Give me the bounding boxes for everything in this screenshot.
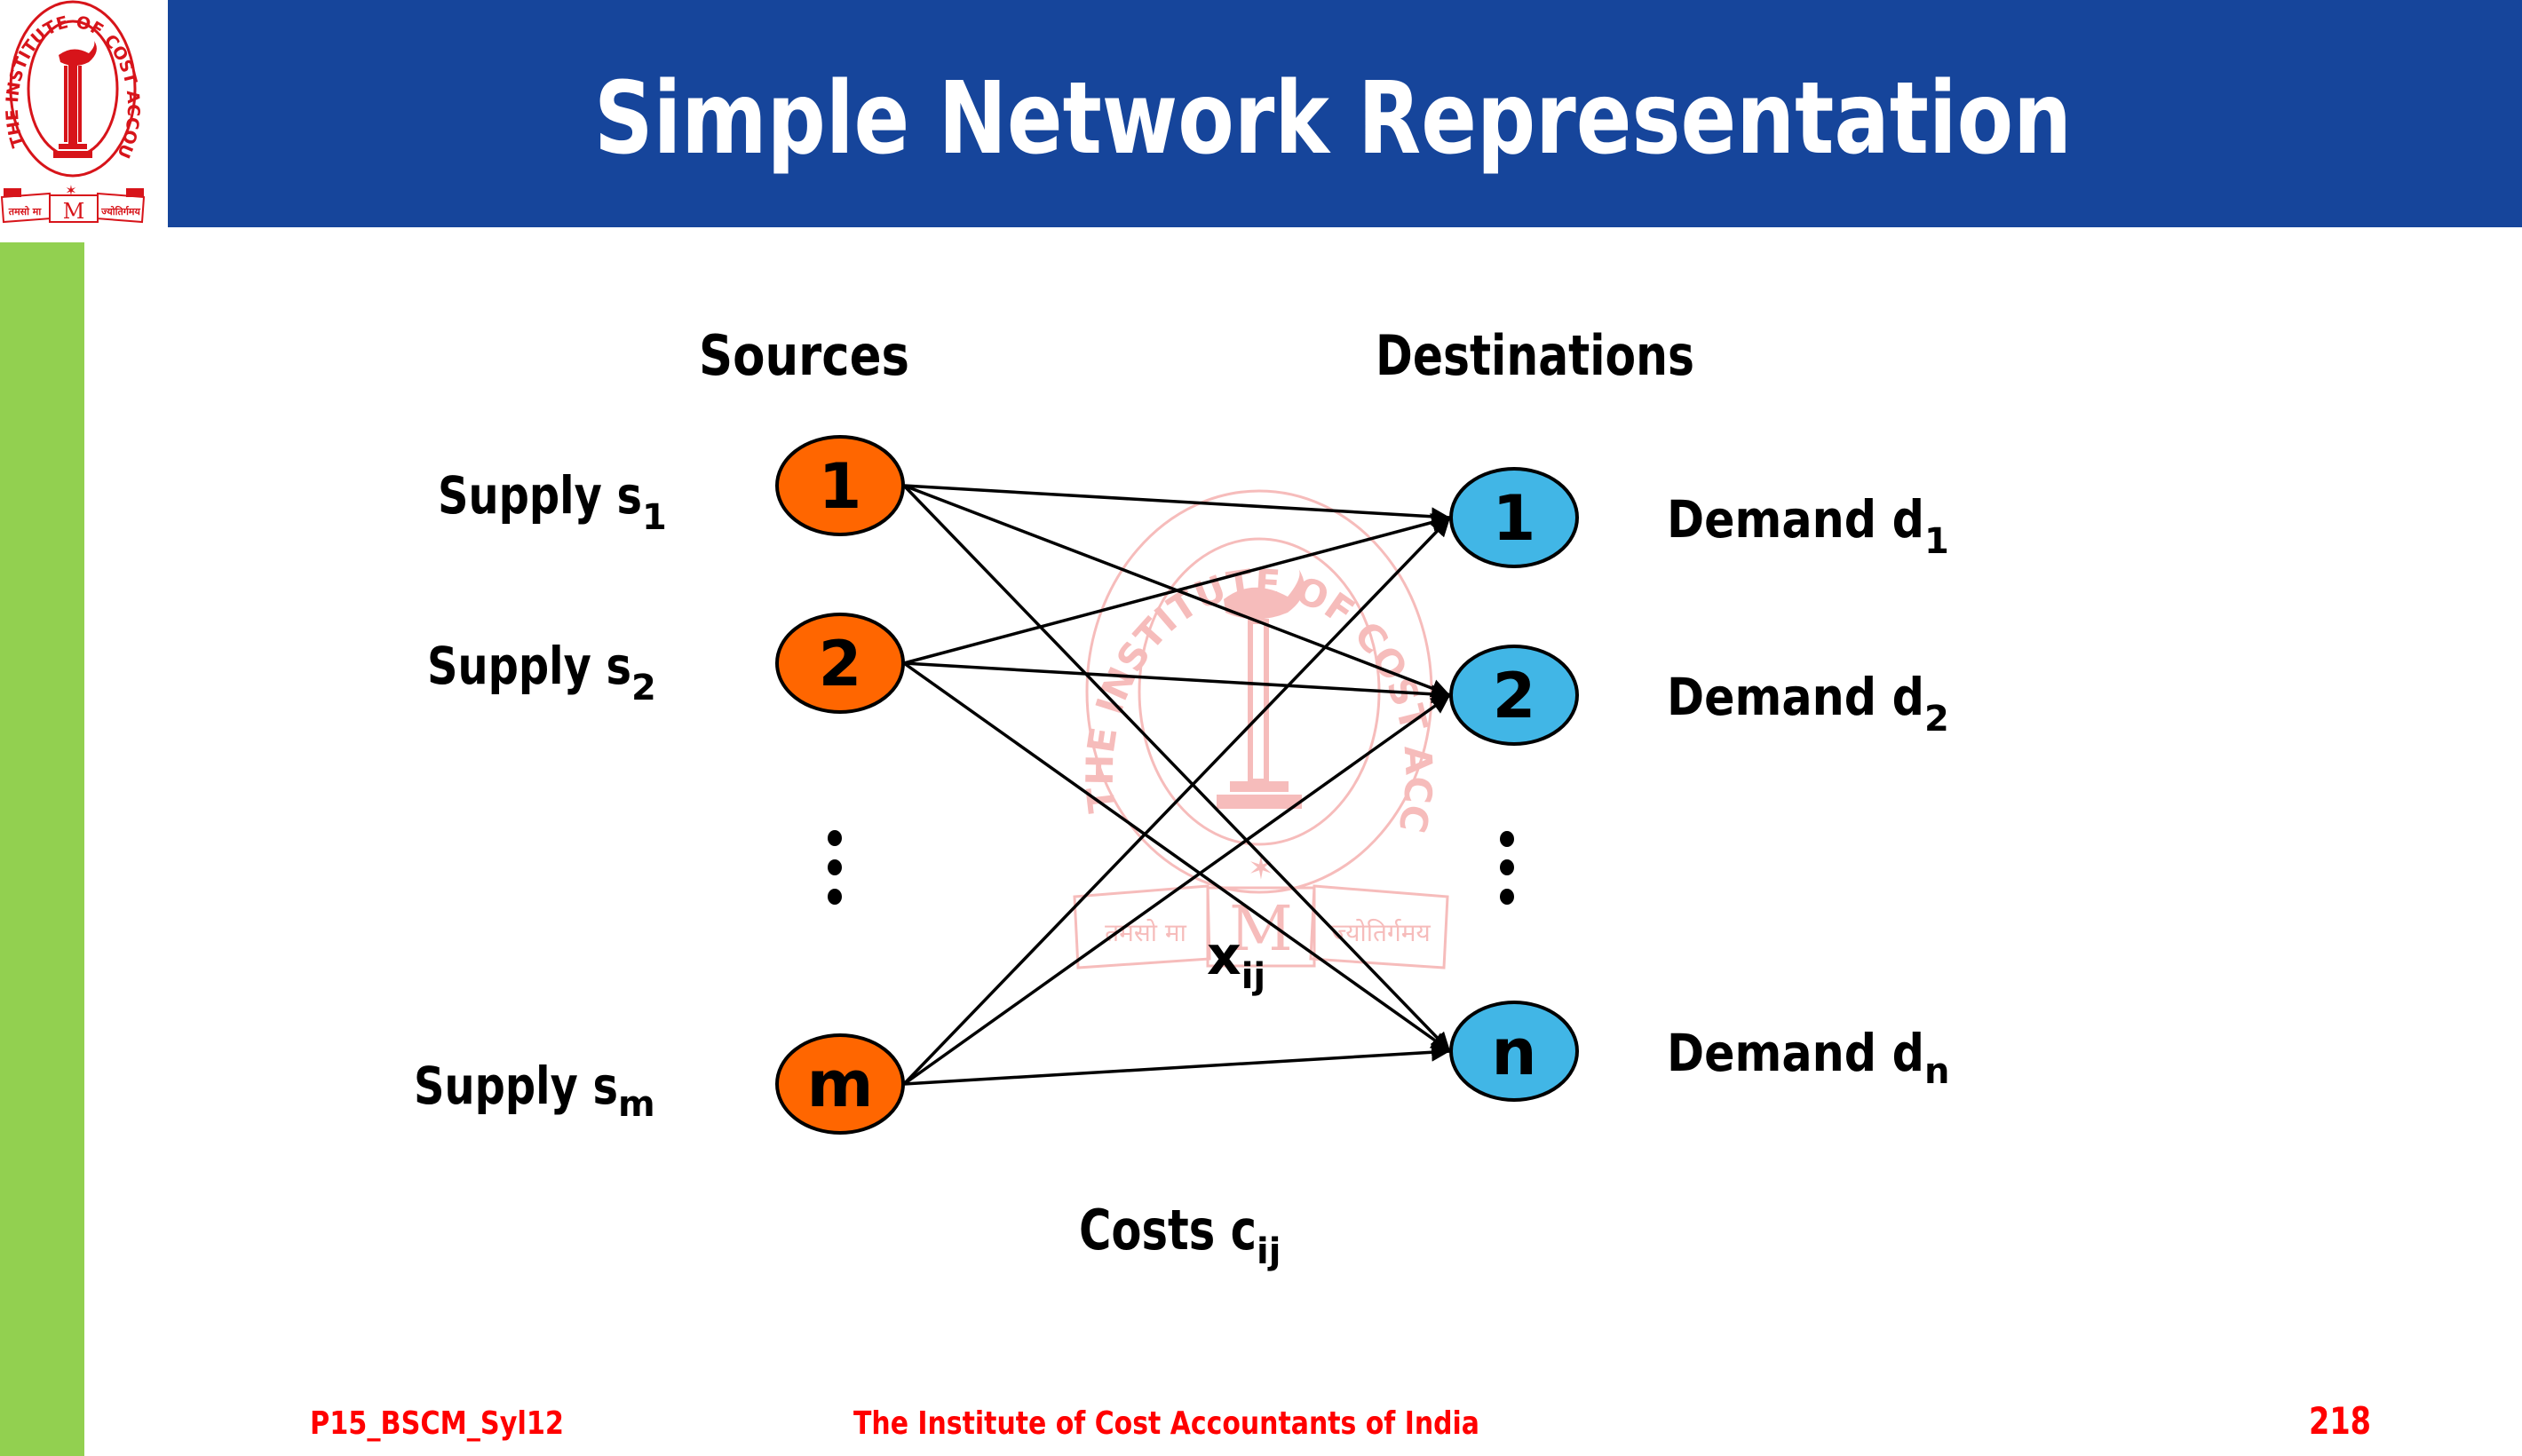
flow-label: xij [1207,925,1265,997]
supply-label-m: Supply sm [414,1056,655,1125]
source-node-1[interactable]: 1 [775,435,905,536]
edge-arrow-2-to-2 [903,661,1451,704]
watermark-motto-right: ज्योतिर्गमय [1331,918,1431,947]
footer-course-code: P15_BSCM_Syl12 [310,1405,564,1442]
destination-node-label: n [1491,1015,1536,1089]
supply-label-1: Supply s1 [438,465,667,538]
destinations-heading: Destinations [1376,323,1694,388]
footer-institute-name: The Institute of Cost Accountants of Ind… [853,1405,1479,1442]
edge-arrow-m-to-2 [902,693,1452,1086]
source-node-label: m [806,1047,873,1121]
destination-node-label: 2 [1493,660,1536,732]
destination-node-label: 1 [1493,482,1536,555]
logo-motto-left: तमसो मा [8,205,43,218]
demand-label-1: Demand d1 [1667,489,1949,562]
edge-arrow-2-to-n [902,661,1452,1053]
supply-label-2: Supply s2 [427,636,656,708]
sources-heading: Sources [699,323,909,388]
header-bar [168,0,2522,227]
edge-arrow-m-to-n [903,1042,1451,1086]
source-ellipsis-icon [828,830,842,905]
edges-group [902,484,1452,1086]
destination-node-n[interactable]: n [1449,1001,1579,1102]
watermark-motto-center: M [1229,892,1293,965]
destination-node-2[interactable]: 2 [1449,645,1579,746]
edge-arrow-1-to-n [902,484,1452,1053]
source-node-2[interactable]: 2 [775,613,905,714]
page-number: 218 [2309,1399,2371,1443]
page-title: Simple Network Representation [594,61,2072,177]
institute-logo: THE INSTITUTE OF COST ACCOUNTANTS OF IND… [0,0,146,224]
demand-label-2: Demand d2 [1667,667,1949,740]
demand-label-n: Demand dn [1667,1023,1949,1092]
cost-label: Costs cij [1079,1198,1281,1272]
edge-arrow-2-to-1 [903,513,1451,665]
destination-node-1[interactable]: 1 [1449,467,1579,568]
destination-ellipsis-icon [1500,831,1514,905]
logo-motto-right: ज्योतिर्गमय [100,205,140,218]
source-node-m[interactable]: m [775,1033,905,1135]
source-node-label: 1 [819,450,862,523]
accent-sidebar-bar [0,242,84,1456]
edge-arrow-1-to-1 [903,484,1451,526]
edge-arrow-m-to-1 [902,516,1452,1086]
logo-motto-center: M [63,199,85,224]
source-node-label: 2 [819,628,862,700]
